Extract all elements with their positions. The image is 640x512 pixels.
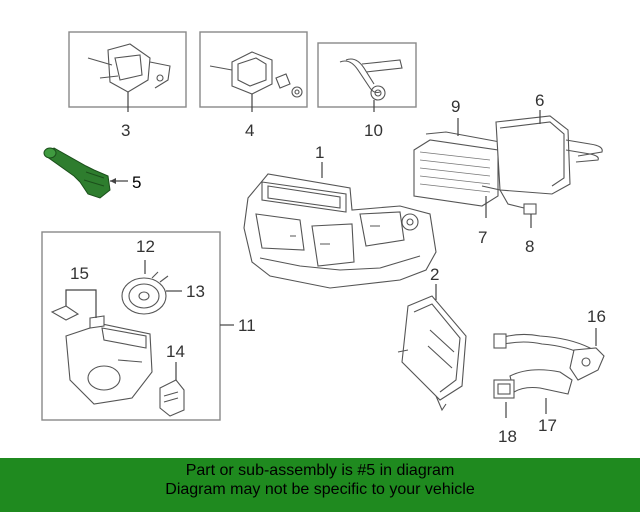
callout-16[interactable]: 16	[587, 307, 606, 326]
callout-14[interactable]: 14	[166, 342, 185, 361]
hvac-housing	[243, 173, 437, 289]
parts-diagram: 3 4 10 5	[41, 31, 606, 446]
callout-6[interactable]: 6	[535, 91, 544, 110]
inset-box-11	[41, 231, 221, 421]
callout-9[interactable]: 9	[451, 97, 460, 116]
callout-18[interactable]: 18	[498, 427, 517, 446]
inset-box-4: 4	[199, 31, 308, 140]
inset-box-10: 10	[317, 42, 417, 140]
callout-17[interactable]: 17	[538, 416, 557, 435]
callout-11[interactable]: 11	[238, 316, 256, 335]
callout-3[interactable]: 3	[121, 121, 130, 140]
control-module	[397, 295, 467, 412]
callout-12[interactable]: 12	[136, 237, 155, 256]
evaporator-assembly	[413, 115, 603, 215]
part-5-highlighted[interactable]	[43, 147, 111, 199]
footer-banner: Part or sub-assembly is #5 in diagram Di…	[0, 458, 640, 512]
footer-line-2: Diagram may not be specific to your vehi…	[165, 481, 475, 498]
callout-4[interactable]: 4	[245, 121, 254, 140]
callout-5[interactable]: 5	[132, 173, 141, 192]
callout-10[interactable]: 10	[364, 121, 383, 140]
callout-13[interactable]: 13	[186, 282, 205, 301]
harness-and-duct	[493, 333, 605, 399]
callout-2[interactable]: 2	[430, 265, 439, 284]
callout-1[interactable]: 1	[315, 143, 324, 162]
inset-box-3: 3	[68, 31, 187, 140]
callout-15[interactable]: 15	[70, 264, 89, 283]
footer-line-1: Part or sub-assembly is #5 in diagram	[185, 462, 455, 479]
callout-8[interactable]: 8	[525, 237, 534, 256]
callout-7[interactable]: 7	[478, 228, 487, 247]
